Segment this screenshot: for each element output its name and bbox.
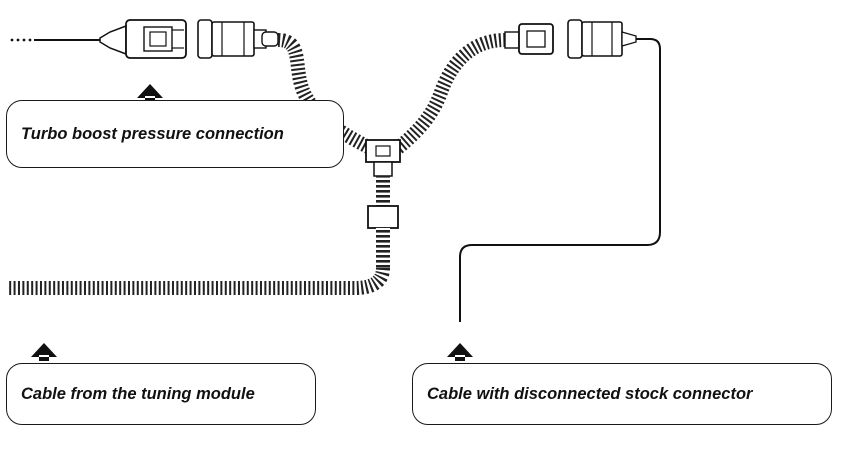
label-turbo-boost-connection: Turbo boost pressure connection	[6, 100, 344, 168]
inline-module-connector	[367, 205, 399, 229]
coil-to-tuning-module	[8, 267, 390, 295]
coil-tee-to-right	[393, 33, 506, 154]
coil-left-to-tee	[277, 33, 374, 155]
label-turbo-text: Turbo boost pressure connection	[21, 124, 284, 143]
tee-junction	[365, 139, 401, 177]
label-stock-text: Cable with disconnected stock connector	[427, 384, 753, 403]
label-stock-connector-cable: Cable with disconnected stock connector	[412, 363, 832, 425]
up-arrow-icon	[447, 343, 473, 361]
up-arrow-icon	[31, 343, 57, 361]
label-module-text: Cable from the tuning module	[21, 384, 255, 403]
turbo-sensor-connector	[10, 19, 187, 59]
harness-connector-right	[504, 23, 554, 55]
label-tuning-module-cable: Cable from the tuning module	[6, 363, 316, 425]
stock-cable-wire	[459, 38, 661, 322]
up-arrow-icon	[137, 84, 163, 102]
harness-connector-left	[197, 19, 279, 59]
coil-vertical-upper	[376, 176, 390, 206]
stock-connector	[567, 19, 637, 59]
coil-vertical-lower	[376, 228, 390, 268]
